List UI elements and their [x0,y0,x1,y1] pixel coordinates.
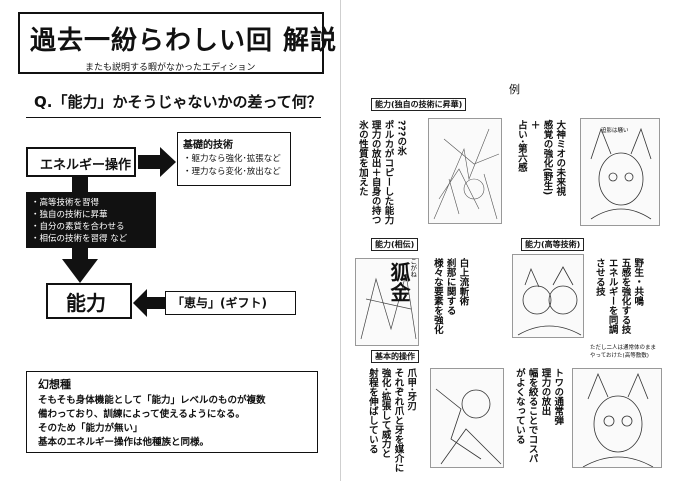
genso-title: 幻想種 [38,378,71,391]
category-label: 能力(相伝) [371,238,419,251]
manga-panel-mio [580,118,660,226]
cat4-text-towa: トワの通常弾 理力の放出 幅を絞ることでコスパ がよくなっている [513,368,564,463]
ability-box [46,283,132,319]
basic-technique-item: ・理力なら変化･放出など [183,167,281,177]
gift-box [165,291,296,315]
basic-technique-item: ・躯力なら強化･拡張など [183,154,281,164]
example-label: 例 [509,83,520,96]
cat1-text-mio: 大神ミオの未来視 感覚の強化(野生) ＋ 占い･第六感 [515,120,566,196]
manga-panel-duo [512,254,584,338]
title-box [18,12,324,74]
category-label: 基本的操作 [371,350,419,363]
ability-label: 能力 [66,291,106,315]
cat2-text: 白上流斬術 刹那に関する 様々な要素を強化 [431,258,469,334]
genso-line: そもそも身体機能として「能力」レベルのものが複数 [38,395,266,406]
genso-line: 備わっており、訓練によって使えるようになる。 [38,409,245,420]
manga-panel-towa [572,368,662,468]
panel-caption: 迫影は騒い [601,128,629,134]
manga-panel-ice [428,118,502,224]
cat3-text: 野生・共鳴 五感を強化する技 エネルギーを同調 させる技 [593,258,644,334]
advanced-item: ・高等技術を習得 [31,198,100,208]
cat3-caption: ただし二人は通常体のまま やっておけた(高等敷敷) [590,345,657,359]
advanced-technique-box [26,192,156,248]
question-underline [26,117,321,118]
page-subtitle: またも説明する暇がなかったエディション [85,63,256,73]
kanji-kogane: 狐金 [387,262,411,302]
basic-technique-box [177,132,291,186]
manga-panel-fubuki [355,258,419,346]
page-title: 過去一紛らわしい回 解説 [30,26,338,56]
genso-box [26,371,318,453]
page-divider [340,0,341,481]
cat4-text-claw: 爪甲･牙刃 それぞれ爪と牙を媒介に 強化･拡張して威力と 射程を伸ばしている [366,368,417,473]
advanced-item: ・自分の素質を合わせる [31,222,125,232]
genso-line: 基本のエネルギー操作は他種族と同様。 [38,437,210,448]
advanced-item: ・独自の技術に昇華 [31,210,108,220]
gift-label: 「恵与」(ギフト) [172,296,267,310]
advanced-item: ・相伝の技術を習得 など [31,234,128,244]
energy-operation-box [26,147,136,177]
category-label: 能力(高等技術) [521,238,585,251]
arrow-left-icon [133,289,165,317]
cat1-text-ice: ???の氷 ポルカがコピーした能力 理力の放出＋自身の持つ 氷の性質を加えた [356,120,407,225]
basic-technique-title: 基礎的技術 [183,140,233,151]
energy-operation-label: エネルギー操作 [40,158,132,173]
question-heading: Q.「能力」かそうじゃないかの差って何？ [34,93,322,111]
genso-line: そのため「能力が無い」 [38,423,143,434]
category-label: 能力(独自の技術に昇華) [371,98,467,111]
kanji-ruby: こがね [408,258,417,278]
arrow-right-icon [138,147,176,177]
manga-panel-claw [430,368,504,468]
